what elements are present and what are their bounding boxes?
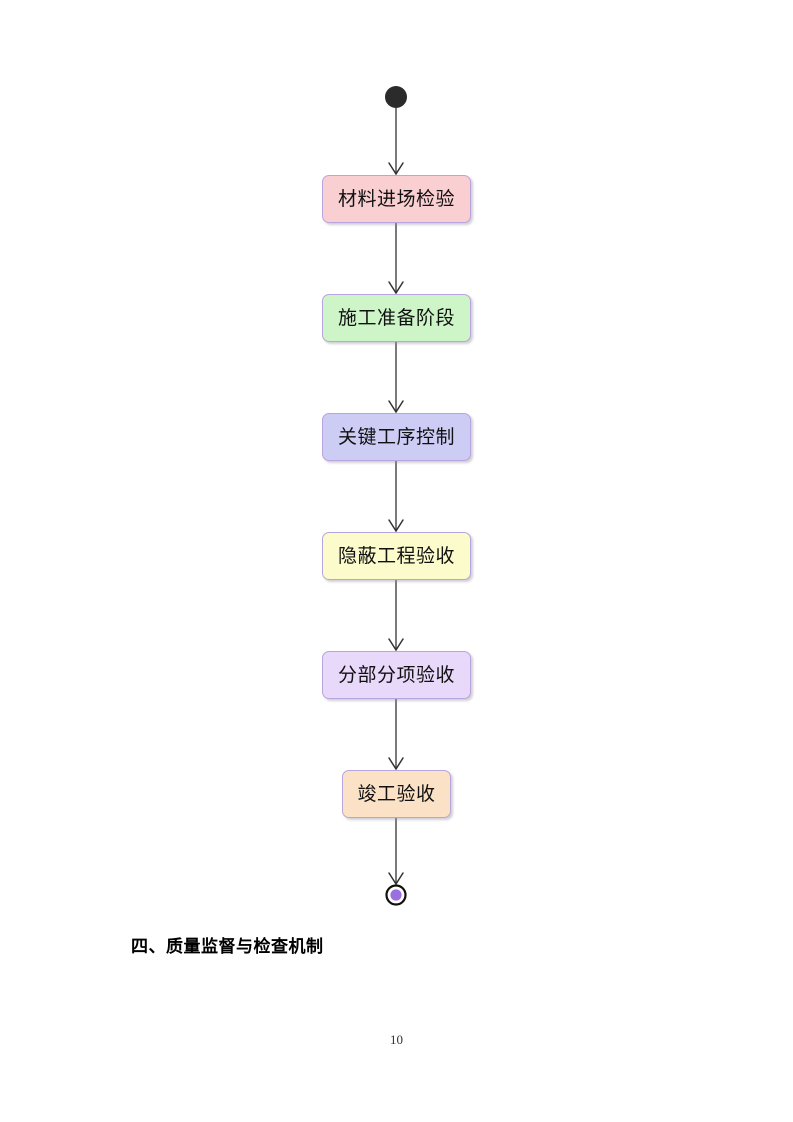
start-node [385,86,407,108]
flow-node-concealed-works-acceptance[interactable]: 隐蔽工程验收 [322,532,471,580]
arrowhead-n2 [388,281,404,295]
quality-control-flowchart: 材料进场检验 施工准备阶段 关键工序控制 隐蔽工程验收 分部分项验收 竣工验收 [322,86,471,906]
flow-node-label: 竣工验收 [357,782,436,805]
flow-node-label: 隐蔽工程验收 [337,544,455,567]
arrowhead-n3 [388,400,404,414]
flowchart-connectors [385,86,407,906]
end-node-core [390,889,402,901]
arrowhead-n6 [388,757,404,771]
flow-node-completion-acceptance[interactable]: 竣工验收 [342,770,451,818]
flow-node-label: 关键工序控制 [337,425,455,448]
flow-node-label: 施工准备阶段 [337,306,455,329]
flow-node-subdivision-acceptance[interactable]: 分部分项验收 [322,651,471,699]
arrowhead-end [388,872,404,886]
arrowhead-n5 [388,638,404,652]
arrowhead-n1 [388,162,404,176]
section-heading: 四、质量监督与检查机制 [131,937,324,956]
flow-node-material-inspection[interactable]: 材料进场检验 [322,175,471,223]
flow-node-label: 材料进场检验 [337,187,455,210]
page-number: 10 [390,1032,403,1047]
flow-node-label: 分部分项验收 [337,663,455,686]
flow-node-key-process-control[interactable]: 关键工序控制 [322,413,471,461]
flow-node-construction-preparation[interactable]: 施工准备阶段 [322,294,471,342]
arrowhead-n4 [388,519,404,533]
